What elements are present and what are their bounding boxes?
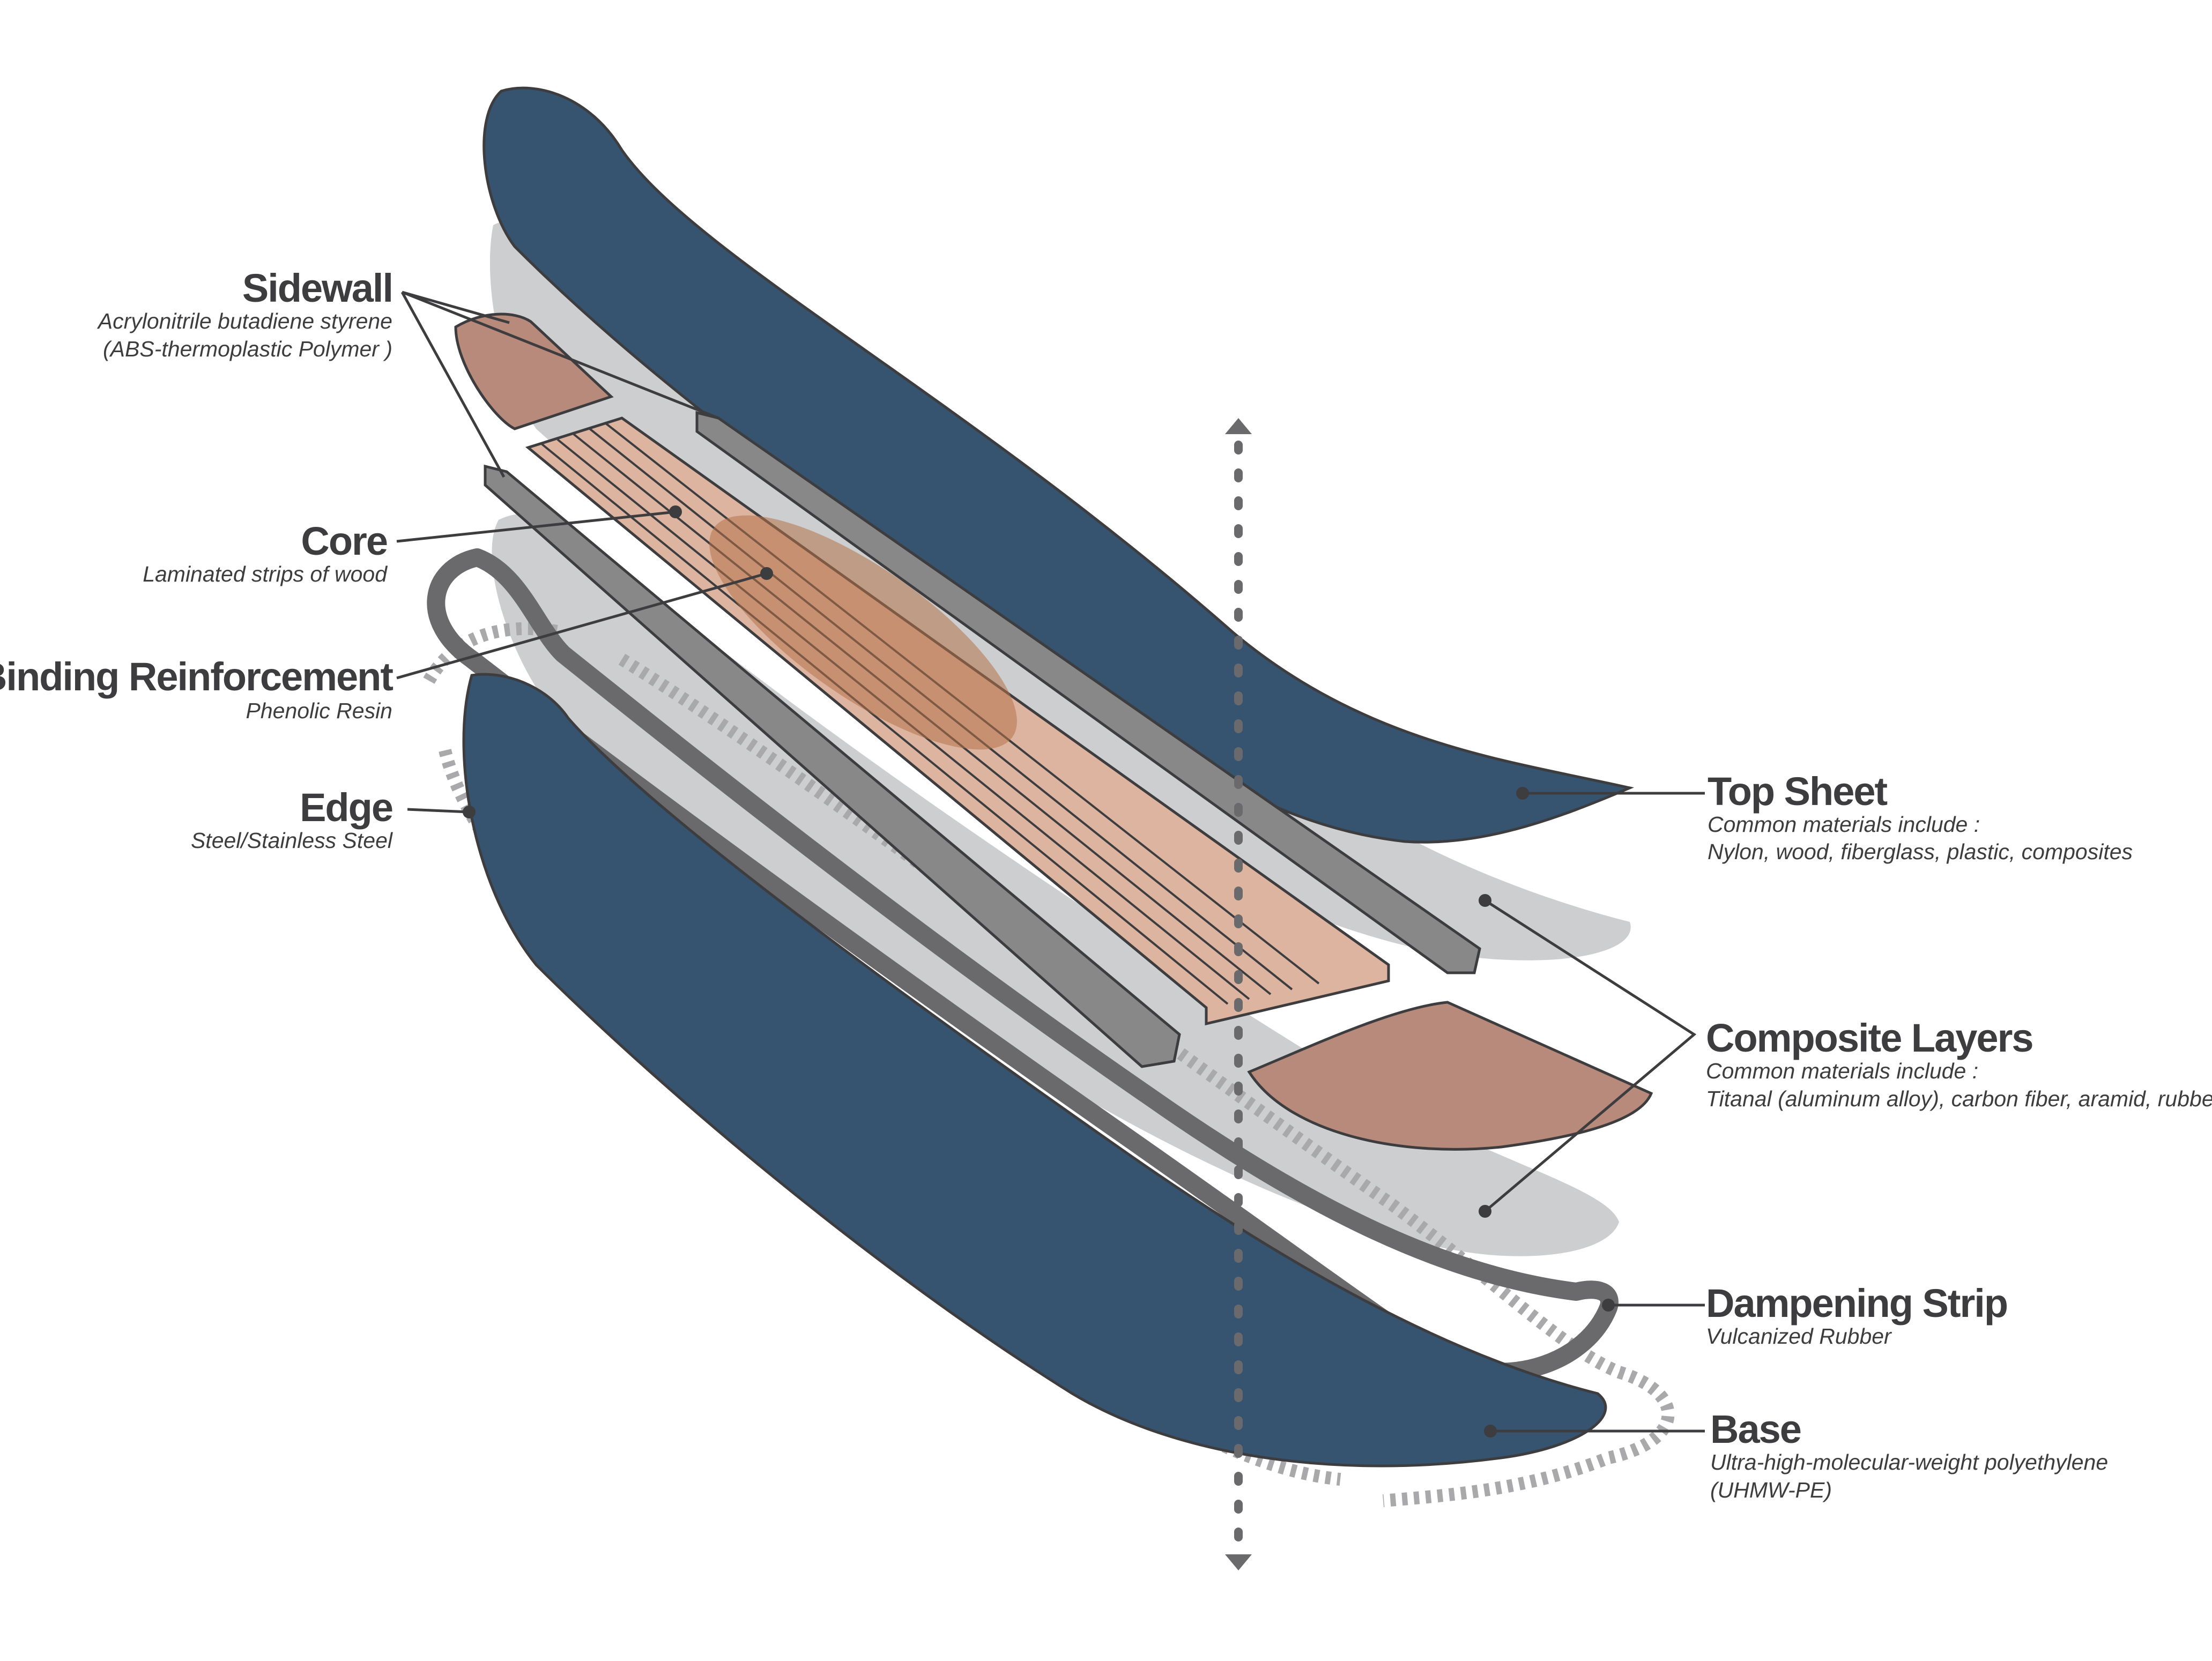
base-sub-1: Ultra-high-molecular-weight polyethylene	[1710, 1450, 2108, 1474]
edge-leader-dot	[463, 806, 476, 818]
sidewall-strip-front	[484, 464, 1181, 1068]
sidewall-sub-2: (ABS-thermoplastic Polymer )	[103, 337, 392, 361]
edge-title: Edge	[300, 785, 392, 830]
composite-sub-2: Titanal (aluminum alloy), carbon fiber, …	[1706, 1086, 2212, 1111]
binding-sub-1: Phenolic Resin	[246, 698, 393, 723]
dampening-sub-1: Vulcanized Rubber	[1706, 1324, 1892, 1349]
base-leader-dot	[1484, 1425, 1497, 1437]
sidewall-title: Sidewall	[242, 266, 392, 310]
sidewall-sub-1: Acrylonitrile butadiene styrene	[97, 309, 392, 333]
composite-leader-dot-lower	[1479, 1205, 1491, 1218]
binding-title: Binding Reinforcement	[0, 654, 393, 699]
core-leader-dot	[669, 505, 682, 518]
composite-leader-dot-upper	[1479, 894, 1491, 907]
composite-leader	[1484, 899, 1697, 1212]
base-layer	[462, 673, 1607, 1468]
dampening-title: Dampening Strip	[1706, 1281, 2007, 1325]
core-title: Core	[301, 519, 387, 563]
binding-leader-dot	[760, 567, 773, 580]
vertical-double-arrow-icon	[1225, 418, 1252, 1570]
top-sheet-leader-dot	[1516, 787, 1529, 800]
base-title: Base	[1710, 1407, 1801, 1451]
binding-leader	[396, 572, 767, 680]
top-sheet-sub-2: Nylon, wood, fiberglass, plastic, compos…	[1708, 839, 2133, 864]
edge-sub-1: Steel/Stainless Steel	[191, 828, 394, 853]
core-sub-1: Laminated strips of wood	[143, 562, 388, 586]
top-sheet-title: Top Sheet	[1708, 769, 1888, 814]
dampening-strip	[427, 548, 1619, 1381]
core-leader	[396, 510, 676, 543]
top-sheet-sub-1: Common materials include :	[1708, 812, 1980, 837]
binding-reinforcement	[709, 515, 1017, 750]
dampening-leader-dot	[1602, 1299, 1615, 1312]
composite-title: Composite Layers	[1706, 1016, 2033, 1060]
base-sub-2: (UHMW-PE)	[1710, 1478, 1832, 1502]
top-sheet-layer	[483, 86, 1635, 844]
edge-leader	[407, 808, 470, 814]
tip-insert-lower	[1247, 1001, 1653, 1151]
composite-sub-1: Common materials include :	[1706, 1059, 1978, 1083]
sidewall-leader	[400, 291, 719, 478]
